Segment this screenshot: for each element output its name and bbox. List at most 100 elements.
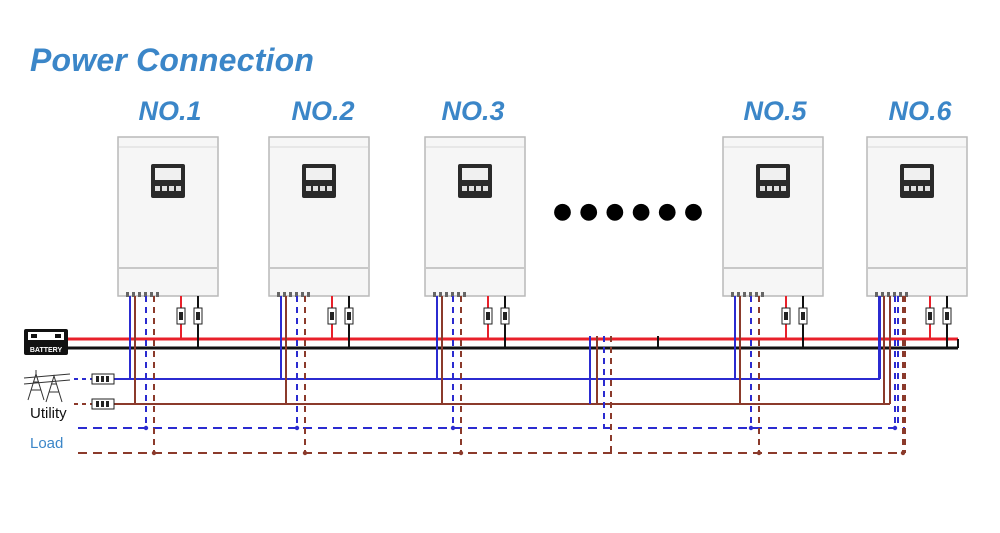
- inverter-terminal: [283, 292, 286, 297]
- inverter-terminal: [132, 292, 135, 297]
- inverter-terminal: [156, 292, 159, 297]
- inverter-button: [327, 186, 332, 191]
- utility-line-connector-pin: [106, 376, 109, 382]
- junction-dot: [302, 450, 308, 456]
- bus-lines: [68, 337, 958, 454]
- dc-fuse-element: [784, 312, 788, 320]
- inverter-button: [774, 186, 779, 191]
- inverter-button: [476, 186, 481, 191]
- tower-right: [45, 374, 63, 403]
- battery-window: [28, 332, 64, 340]
- hidden-unit-wiring: [589, 336, 659, 453]
- unit-label-no5: NO.5: [743, 96, 807, 126]
- inverter-unit: [722, 136, 824, 297]
- inverter-terminal: [761, 292, 764, 297]
- utility-label: Utility: [30, 405, 67, 422]
- dc-fuse-element: [945, 312, 949, 320]
- dc-fuse-element: [179, 312, 183, 320]
- junction-dot: [143, 425, 149, 431]
- inverter-terminal: [433, 292, 436, 297]
- unit-label-no2: NO.2: [291, 96, 355, 126]
- dc-fuse-element: [928, 312, 932, 320]
- inverter-button: [469, 186, 474, 191]
- inverter-button: [911, 186, 916, 191]
- inverter-terminal: [289, 292, 292, 297]
- inverter-button: [320, 186, 325, 191]
- junction-dot: [756, 450, 762, 456]
- inverter-body: [866, 136, 968, 297]
- inverter-button: [313, 186, 318, 191]
- tower-left: [27, 370, 45, 401]
- inverter-unit: [424, 136, 526, 297]
- junction-dot: [892, 425, 898, 431]
- inverter-body: [268, 136, 370, 297]
- dc-fuse-element: [801, 312, 805, 320]
- inverter-wiring: [129, 296, 203, 456]
- dc-fuse-element: [330, 312, 334, 320]
- inverter-terminal: [138, 292, 141, 297]
- dc-fuse-element: [196, 312, 200, 320]
- inverter-terminal: [893, 292, 896, 297]
- junction-dot: [458, 450, 464, 456]
- battery-terminal-neg: [55, 334, 61, 338]
- utility-line-connector: [91, 373, 115, 385]
- inverter-button: [781, 186, 786, 191]
- inverter-terminal: [439, 292, 442, 297]
- inverter-terminal: [899, 292, 902, 297]
- dc-fuse-element: [503, 312, 507, 320]
- inverter-unit: [268, 136, 370, 297]
- load-label: Load: [30, 435, 64, 452]
- utility-line-connector-pin: [101, 376, 104, 382]
- inverter-terminal: [307, 292, 310, 297]
- inverter-terminal: [755, 292, 758, 297]
- utility-neutral-connector-pin: [101, 401, 104, 407]
- inverter-terminal: [144, 292, 147, 297]
- inverter-wiring: [280, 296, 354, 456]
- utility-line-connector-pin: [96, 376, 99, 382]
- inverter-terminal: [743, 292, 746, 297]
- inverter-terminal: [295, 292, 298, 297]
- inverter-terminal: [457, 292, 460, 297]
- inverter-lcd-screen: [462, 168, 488, 180]
- inverter-terminal: [737, 292, 740, 297]
- inverter-terminal: [749, 292, 752, 297]
- inverter-unit: [866, 136, 968, 297]
- battery-label: BATTERY: [30, 347, 63, 354]
- inverter-button: [155, 186, 160, 191]
- inverter-button: [169, 186, 174, 191]
- utility-neutral-connector-pin: [106, 401, 109, 407]
- inverter-terminal: [445, 292, 448, 297]
- inverter-terminal: [905, 292, 908, 297]
- junction-dot: [450, 425, 456, 431]
- unit-label-no3: NO.3: [441, 96, 505, 126]
- tower-wires: [23, 373, 71, 385]
- inverter-lcd-screen: [306, 168, 332, 180]
- inverter-button: [162, 186, 167, 191]
- inverter-terminal: [150, 292, 153, 297]
- inverter-terminal: [875, 292, 878, 297]
- utility-neutral-connector: [91, 398, 115, 410]
- inverter-button: [918, 186, 923, 191]
- unit-label-no6: NO.6: [888, 96, 952, 126]
- inverter-lcd-screen: [760, 168, 786, 180]
- inverter-body: [722, 136, 824, 297]
- utility-neutral-connector-pin: [96, 401, 99, 407]
- inverter-wiring: [436, 296, 510, 456]
- junction-dot: [748, 425, 754, 431]
- inverter-terminal: [277, 292, 280, 297]
- inverter-button: [483, 186, 488, 191]
- inverter-terminal: [881, 292, 884, 297]
- inverter-button: [760, 186, 765, 191]
- inverter-terminal: [887, 292, 890, 297]
- inverter-body: [117, 136, 219, 297]
- inverter-terminal: [301, 292, 304, 297]
- inverter-button: [767, 186, 772, 191]
- inverter-button: [904, 186, 909, 191]
- diagram-title: Power Connection: [30, 42, 315, 78]
- inverter-button: [925, 186, 930, 191]
- inverter-lcd-screen: [904, 168, 930, 180]
- ellipsis-dots: ● ● ● ● ● ●: [553, 199, 703, 224]
- inverter-body: [424, 136, 526, 297]
- dc-fuse-element: [486, 312, 490, 320]
